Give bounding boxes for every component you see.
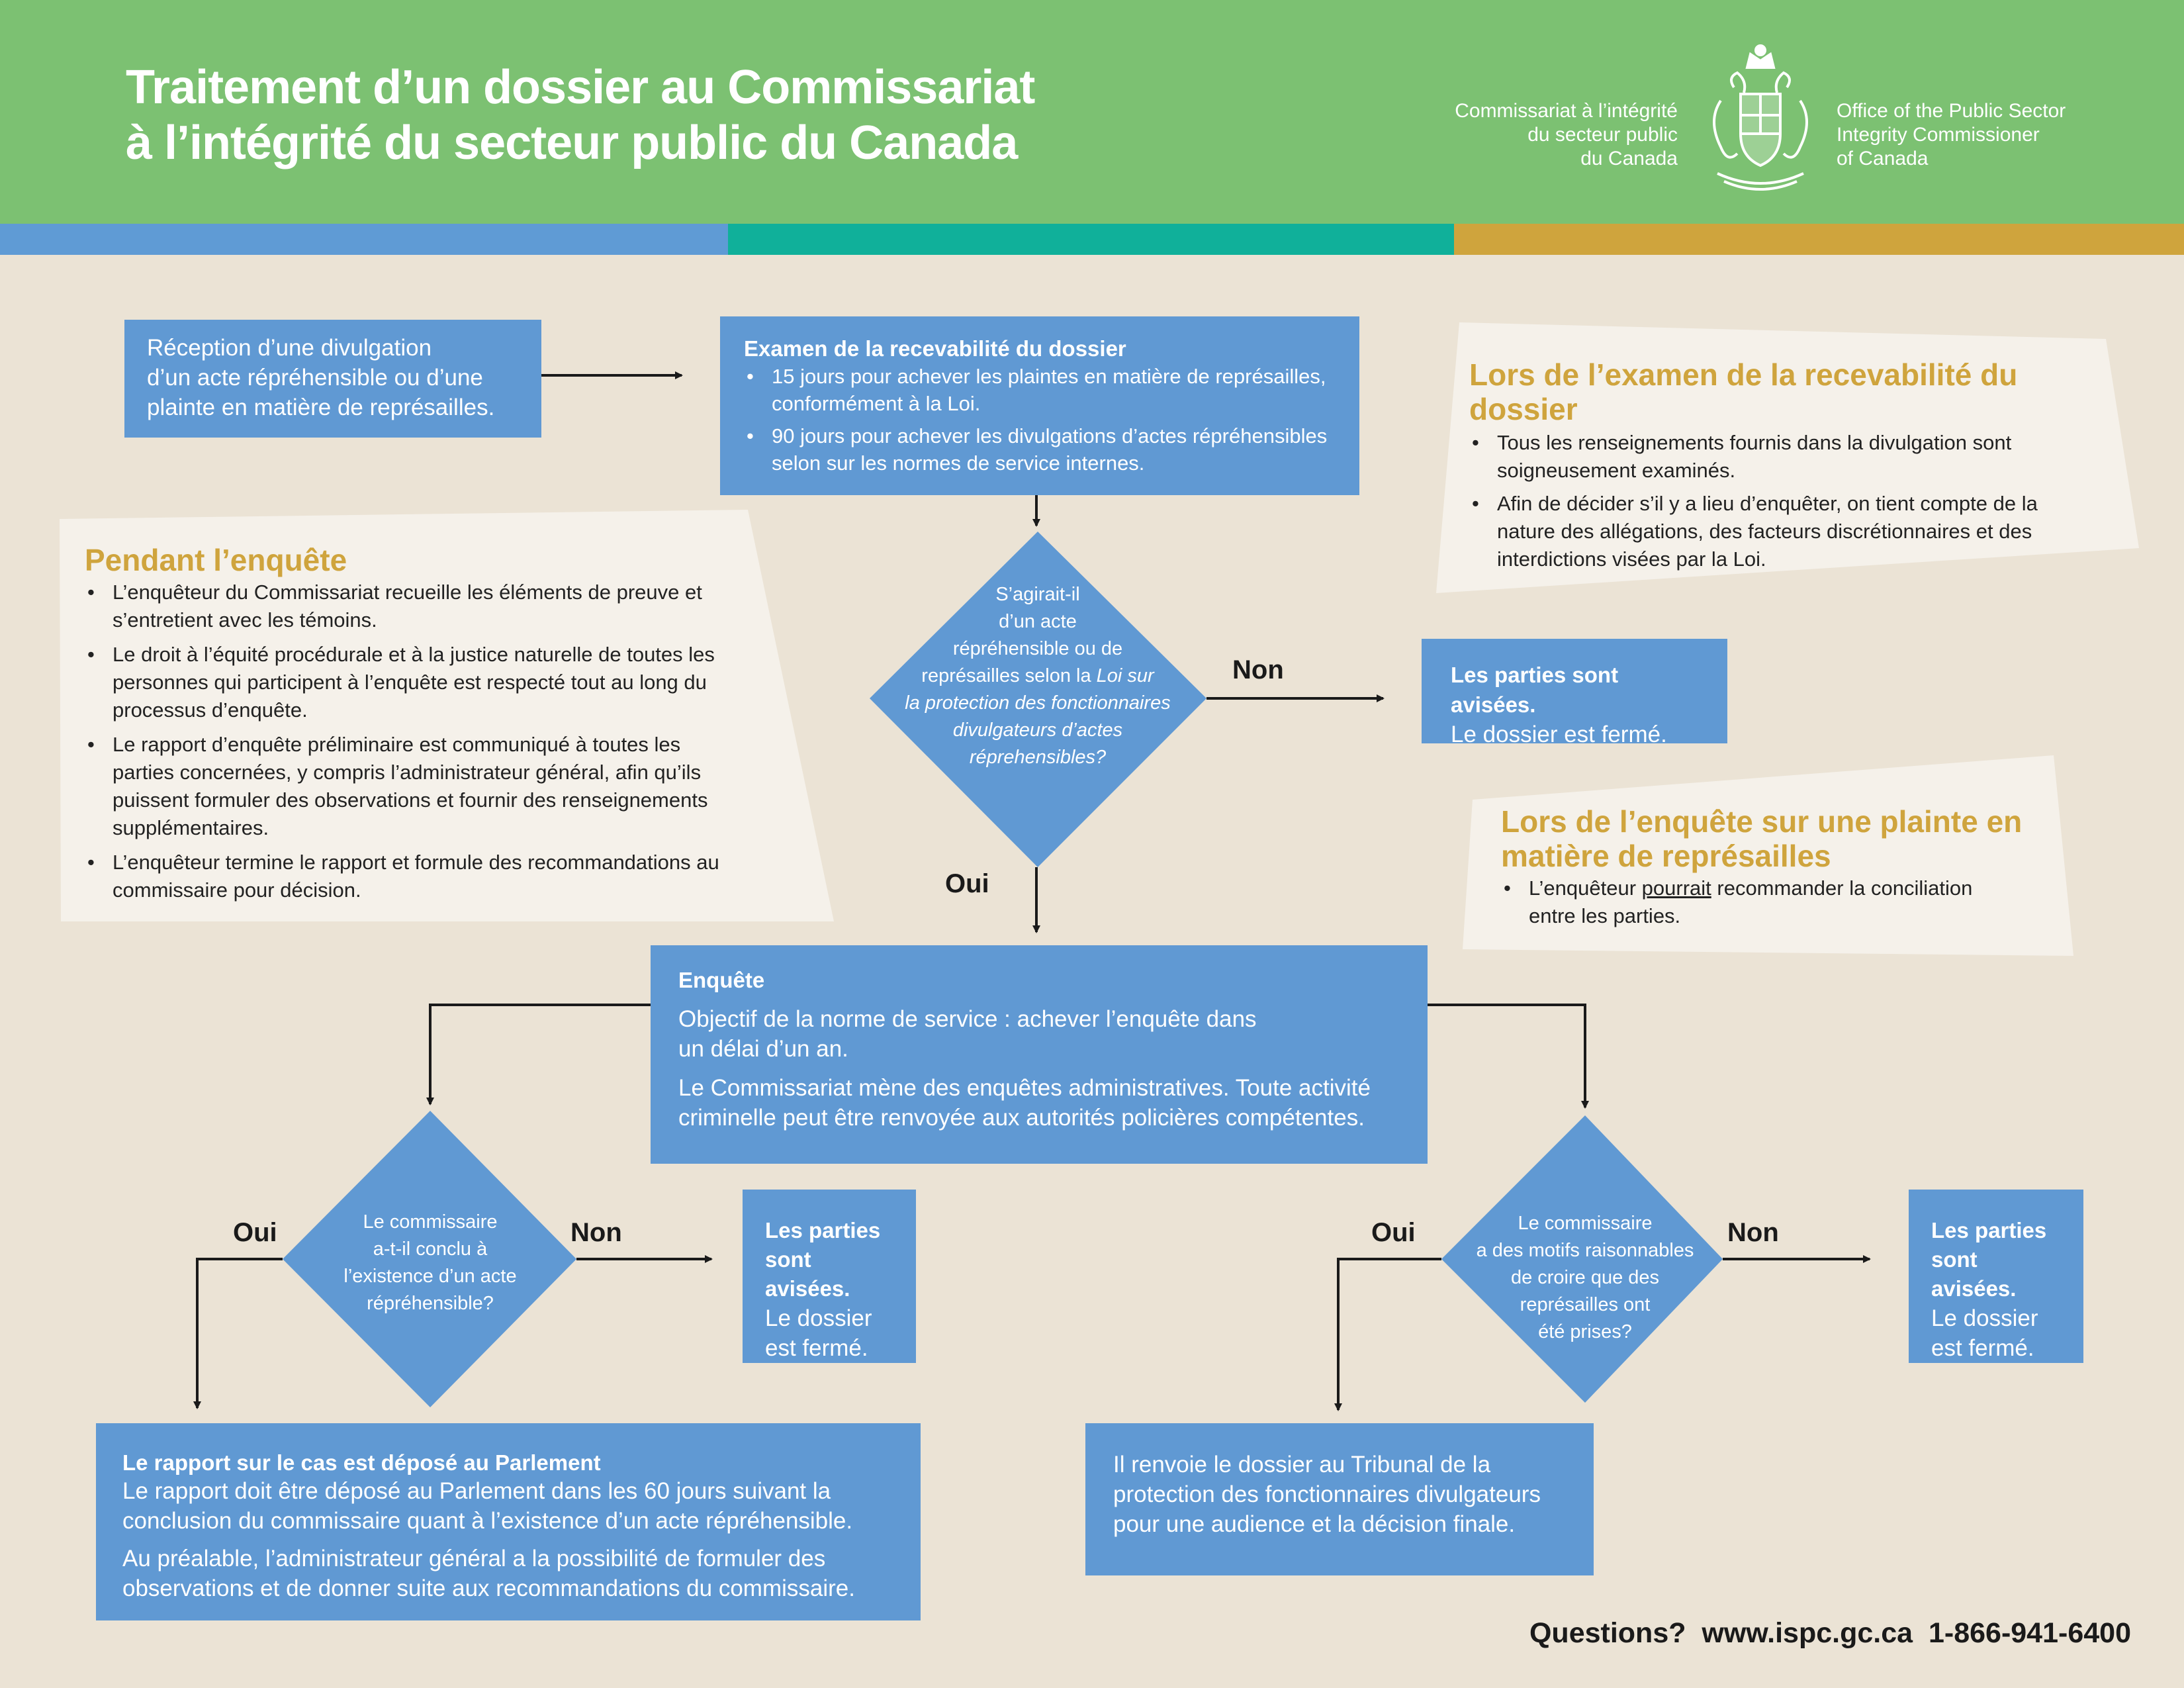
label-non-3: Non — [1727, 1218, 1779, 1247]
label-oui-3: Oui — [1371, 1218, 1416, 1247]
footer-questions: Questions? — [1529, 1617, 1686, 1649]
decision-diamond-acte — [283, 1111, 576, 1407]
enquete-title: Enquête — [678, 968, 765, 992]
rapport-p2: Au préalable, l’administrateur général a… — [122, 1546, 855, 1601]
coat-of-arms-icon — [1701, 41, 1820, 195]
closed2-text: Le dossier est fermé. — [765, 1305, 872, 1361]
note-enquete-item: Le droit à l’équité procédurale et à la … — [85, 641, 799, 724]
tribunal-box: Il renvoie le dossier au Tribunal de la … — [1085, 1423, 1594, 1575]
closed1-text: Le dossier est fermé. — [1451, 722, 1667, 747]
note-enquete-item: Le rapport d’enquête préliminaire est co… — [85, 731, 799, 842]
page-title: Traitement d’un dossier au Commissariat … — [126, 61, 1035, 169]
decision1-law-title: Loi sur la protection des fonctionnaires… — [905, 665, 1171, 768]
note-enquete-item: L’enquêteur termine le rapport et formul… — [85, 849, 799, 904]
note-enquete: Pendant l’enquête L’enquêteur du Commiss… — [85, 543, 799, 917]
closed3-text: Le dossier est fermé. — [1931, 1305, 2038, 1361]
reception-box: Réception d’une divulgation d’un acte ré… — [124, 320, 541, 438]
header-banner — [0, 0, 2184, 224]
footer-contact: Questions? www.ispc.gc.ca 1-866-941-6400 — [1529, 1617, 2131, 1650]
decision1-question: S’agirait-il d’un acte répréhensible ou … — [880, 581, 1195, 771]
examen-title: Examen de la recevabilité du dossier — [744, 336, 1126, 361]
org-name-en: Office of the Public Sector Integrity Co… — [1837, 100, 2066, 169]
note-represailles-item-post: recommander la conciliation entre les pa… — [1529, 876, 1973, 927]
note-represailles: Lors de l’enquête sur une plainte en mat… — [1501, 804, 2044, 943]
note-recevabilite: Lors de l’examen de la recevabilité du d… — [1469, 357, 2105, 586]
closed2-bold: Les parties sont avisées. — [765, 1218, 881, 1301]
closed1-bold: Les parties sont avisées. — [1451, 663, 1619, 717]
decision-diamond-recevable — [870, 532, 1206, 867]
note-represailles-item: L’enquêteur pourrait recommander la conc… — [1501, 874, 2044, 930]
decision1-text: S’agirait-il d’un acte répréhensible ou … — [921, 584, 1123, 686]
reception-text: Réception d’une divulgation d’un acte ré… — [147, 335, 495, 420]
note-represailles-item-underlined: pourrait — [1641, 876, 1711, 900]
examen-item: 90 jours pour achever les divulgations d… — [744, 422, 1336, 477]
enquete-box: Enquête Objectif de la norme de service … — [651, 945, 1428, 1164]
label-non-2: Non — [570, 1218, 622, 1247]
color-band-blue — [0, 224, 728, 255]
note-enquete-item: L’enquêteur du Commissariat recueille le… — [85, 579, 799, 634]
decision2-question: Le commissaire a-t-il conclu à l’existen… — [343, 1211, 517, 1314]
footer-phone[interactable]: 1-866-941-6400 — [1928, 1617, 2131, 1649]
decision3-question: Le commissaire a des motifs raisonnables… — [1476, 1213, 1694, 1342]
footer-website-link[interactable]: www.ispc.gc.ca — [1702, 1617, 1913, 1649]
examen-item: 15 jours pour achever les plaintes en ma… — [744, 363, 1336, 417]
rapport-title: Le rapport sur le cas est déposé au Parl… — [122, 1450, 601, 1475]
label-non-1: Non — [1232, 655, 1284, 684]
closed-box-2: Les parties sont avisées. Le dossier est… — [743, 1190, 916, 1363]
enquete-p2: Le Commissariat mène des enquêtes admini… — [678, 1075, 1371, 1131]
examen-box: Examen de la recevabilité du dossier 15 … — [720, 316, 1359, 495]
tribunal-text: Il renvoie le dossier au Tribunal de la … — [1113, 1452, 1541, 1537]
note-enquete-title: Pendant l’enquête — [85, 543, 347, 577]
note-represailles-item-pre: L’enquêteur — [1529, 876, 1642, 900]
note-represailles-title: Lors de l’enquête sur une plainte en mat… — [1501, 804, 2023, 873]
decision-diamond-represailles — [1441, 1115, 1723, 1403]
color-band-teal — [728, 224, 1454, 255]
closed-box-1: Les parties sont avisées. Le dossier est… — [1422, 639, 1727, 747]
closed-box-3: Les parties sont avisées. Le dossier est… — [1909, 1190, 2083, 1363]
label-oui-2: Oui — [233, 1218, 277, 1247]
rapport-p1: Le rapport doit être déposé au Parlement… — [122, 1478, 853, 1534]
enquete-p1: Objectif de la norme de service : acheve… — [678, 1006, 1257, 1062]
rapport-box: Le rapport sur le cas est déposé au Parl… — [96, 1423, 921, 1620]
color-band-gold — [1454, 224, 2184, 255]
closed3-bold: Les parties sont avisées. — [1931, 1218, 2047, 1301]
label-oui-1: Oui — [945, 869, 989, 898]
org-name-fr: Commissariat à l’intégrité du secteur pu… — [1455, 100, 1678, 169]
note-recevabilite-item: Tous les renseignements fournis dans la … — [1469, 429, 2105, 485]
note-recevabilite-item: Afin de décider s’il y a lieu d’enquêter… — [1469, 490, 2105, 573]
note-recevabilite-title: Lors de l’examen de la recevabilité du d… — [1469, 357, 2018, 426]
